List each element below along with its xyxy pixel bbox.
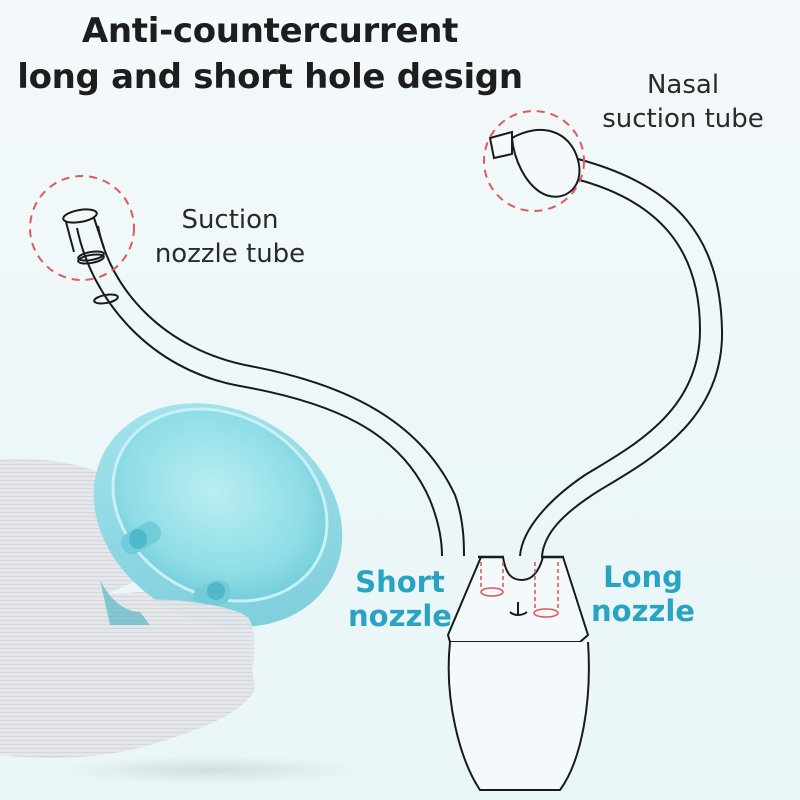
nasal-label-line-2: suction tube: [602, 104, 764, 134]
nasal-label-line-1: Nasal: [646, 70, 720, 100]
blue-cap: [93, 403, 343, 627]
long-nozzle-line-1: Long: [603, 560, 683, 594]
right-tube: [519, 157, 724, 557]
short-nozzle-line-1: Short: [355, 565, 445, 599]
headline-line-2: long and short hole design: [17, 57, 523, 97]
long-nozzle-line-2: nozzle: [591, 594, 695, 628]
suction-label-line-2: nozzle tube: [154, 239, 306, 269]
short-nozzle-label: Short nozzle: [345, 565, 455, 633]
suction-nozzle-highlight-circle: [29, 175, 135, 281]
floor-shadow: [60, 756, 360, 784]
aspirator-body: [446, 555, 590, 791]
suction-label-line-1: Suction: [181, 205, 279, 235]
long-nozzle-label: Long nozzle: [588, 560, 698, 628]
nasal-suction-tube-label: Nasal suction tube: [588, 68, 778, 136]
nasal-tube-highlight-circle: [483, 110, 585, 212]
short-nozzle-line-2: nozzle: [348, 599, 452, 633]
nasal-bulb: [488, 129, 581, 198]
suction-nozzle-tip: [62, 208, 119, 305]
left-tube: [76, 225, 465, 557]
headline-line-1: Anti-countercurrent: [81, 11, 459, 51]
suction-nozzle-tube-label: Suction nozzle tube: [140, 203, 320, 271]
glove-thumb: [148, 599, 255, 690]
headline: Anti-countercurrent long and short hole …: [0, 8, 540, 100]
